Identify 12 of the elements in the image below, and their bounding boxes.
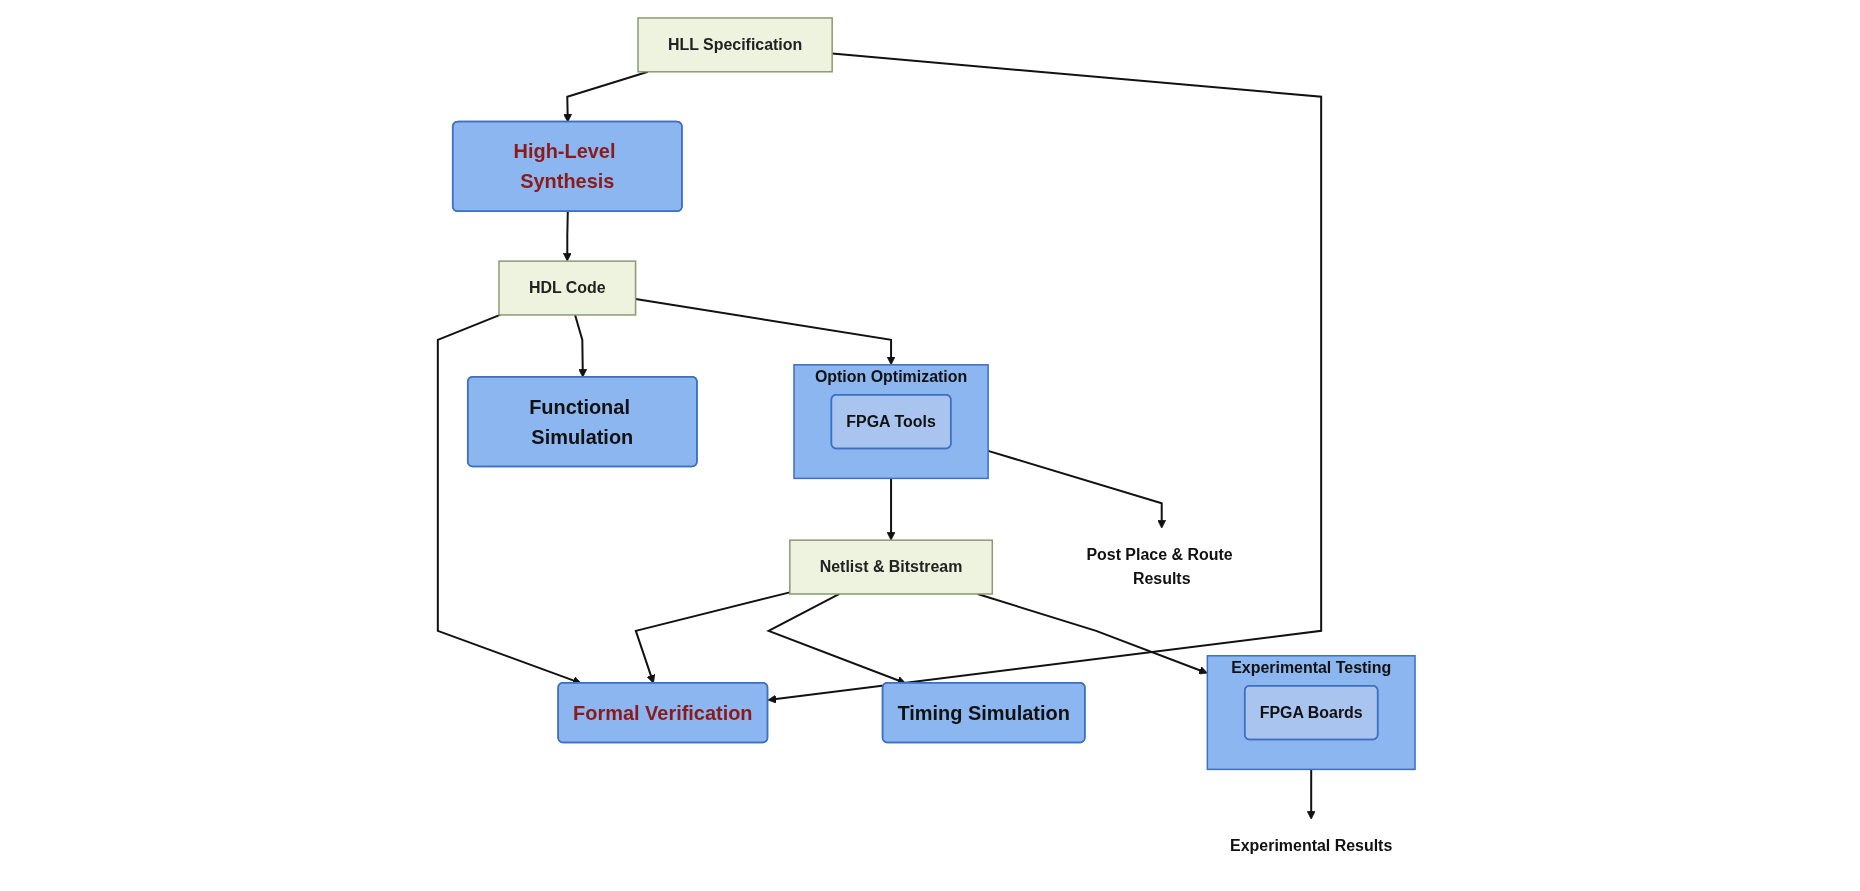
node-box: Netlist & Bitstream [789, 539, 994, 595]
arrow [976, 593, 1208, 675]
node-box: HDL Code [498, 260, 637, 316]
arrow [1306, 768, 1316, 820]
arrow [767, 52, 1323, 704]
arrow [574, 313, 588, 378]
arrow [563, 70, 649, 123]
arrow [886, 477, 896, 541]
arrow [562, 210, 572, 262]
node-box: HLL Specification [637, 17, 833, 73]
node-text: Experimental Results [1230, 837, 1393, 855]
node-text: Post Place & Route Results [1086, 546, 1233, 588]
